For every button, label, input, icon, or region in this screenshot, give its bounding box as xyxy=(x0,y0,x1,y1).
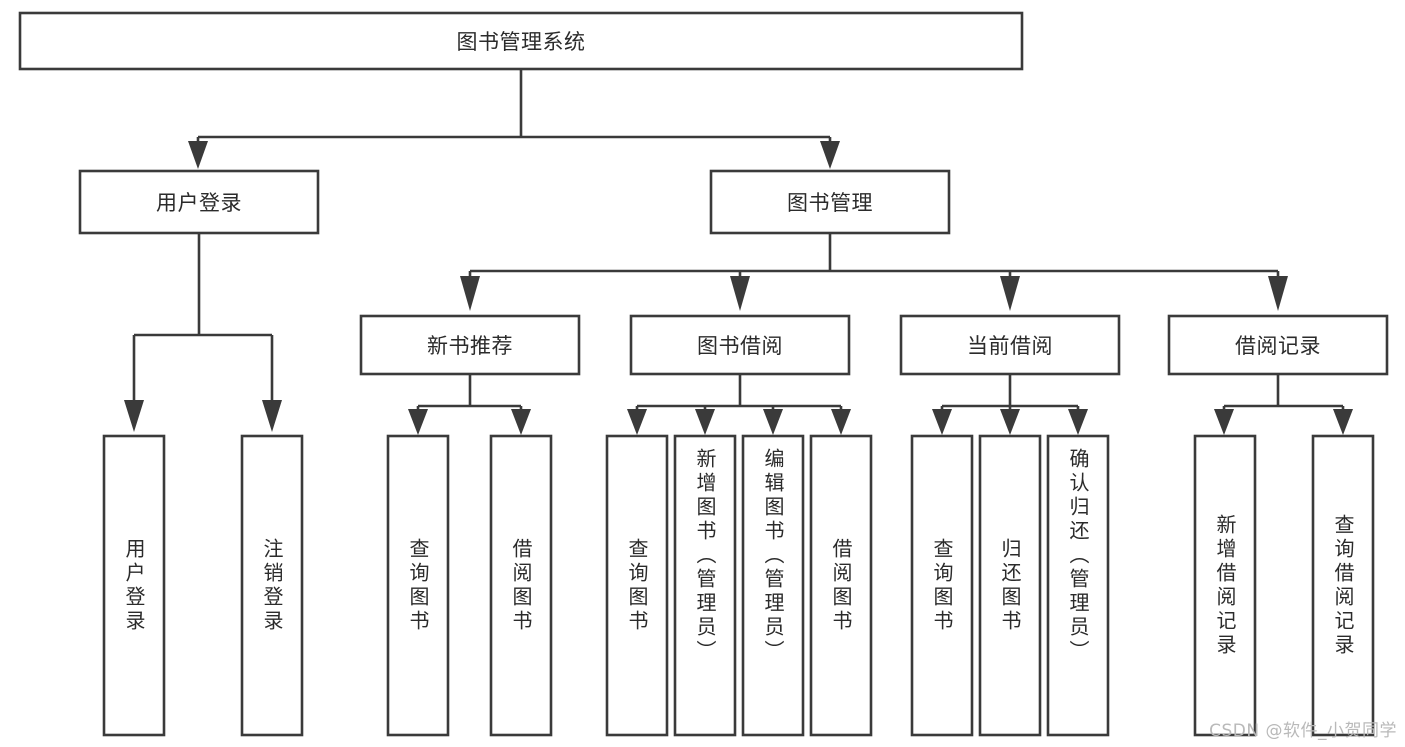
leaf-logout[interactable] xyxy=(240,434,304,737)
leaf-bb-edit-book[interactable] xyxy=(741,434,805,737)
leaf-br-query-record[interactable] xyxy=(1311,434,1375,737)
leaf-cb-query-book[interactable] xyxy=(910,434,974,737)
arrow-cb-leaf-1 xyxy=(932,409,952,435)
arrow-cb-leaf-2 xyxy=(1000,409,1020,435)
leaf-cb-return-book[interactable] xyxy=(978,434,1042,737)
arrow-to-book-manage xyxy=(820,141,840,169)
leaf-nbr-query-book[interactable] xyxy=(386,434,450,737)
arrow-br-leaf-1 xyxy=(1214,409,1234,435)
arrow-to-new-book-recommend xyxy=(460,276,480,311)
arrow-bb-leaf-2 xyxy=(695,409,715,435)
node-book-manage[interactable] xyxy=(709,169,951,235)
arrow-to-borrow-record xyxy=(1268,276,1288,311)
csdn-watermark: CSDN @软件_小贺同学 xyxy=(1209,721,1397,741)
arrow-to-user-login xyxy=(188,141,208,169)
arrow-cb-leaf-3 xyxy=(1068,409,1088,435)
leaf-user-login[interactable] xyxy=(102,434,166,737)
leaf-nbr-borrow-book[interactable] xyxy=(489,434,553,737)
node-new-book-recommend[interactable] xyxy=(359,314,581,376)
arrow-to-logout-leaf xyxy=(262,400,282,432)
node-root-system[interactable] xyxy=(18,11,1024,71)
arrow-bb-leaf-3 xyxy=(763,409,783,435)
leaf-br-add-record[interactable] xyxy=(1193,434,1257,737)
arrow-bb-leaf-4 xyxy=(831,409,851,435)
arrow-to-current-borrow xyxy=(1000,276,1020,311)
node-user-login[interactable] xyxy=(78,169,320,235)
node-borrow-record[interactable] xyxy=(1167,314,1389,376)
arrow-to-book-borrow xyxy=(730,276,750,311)
arrow-nbr-leaf-2 xyxy=(511,409,531,435)
leaf-bb-add-book[interactable] xyxy=(673,434,737,737)
leaf-bb-query-book[interactable] xyxy=(605,434,669,737)
node-book-borrow[interactable] xyxy=(629,314,851,376)
arrow-br-leaf-2 xyxy=(1333,409,1353,435)
arrow-bb-leaf-1 xyxy=(627,409,647,435)
arrow-to-user-login-leaf xyxy=(124,400,144,432)
node-current-borrow[interactable] xyxy=(899,314,1121,376)
arrow-nbr-leaf-1 xyxy=(408,409,428,435)
leaf-bb-borrow-book[interactable] xyxy=(809,434,873,737)
leaf-cb-confirm-return[interactable] xyxy=(1046,434,1110,737)
